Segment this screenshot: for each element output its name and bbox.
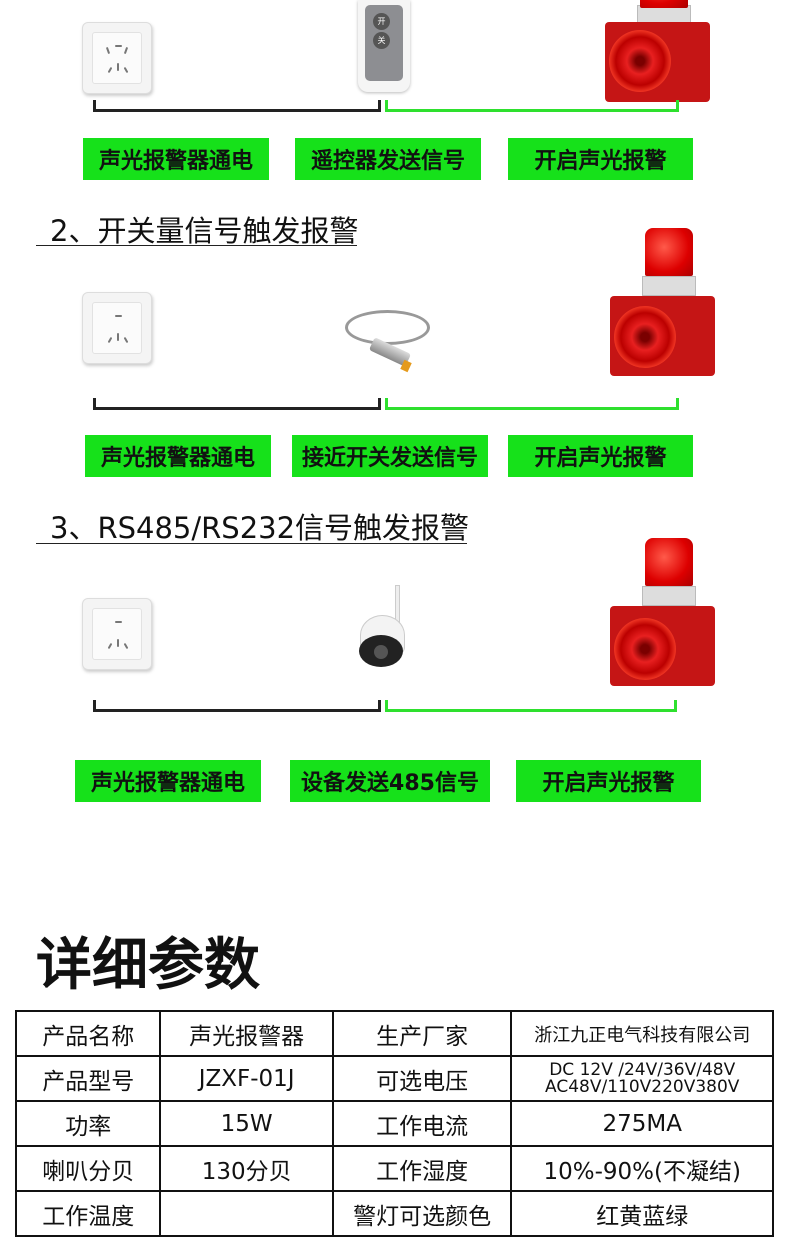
voltage-ac: AC48V/110V220V380V (545, 1076, 740, 1097)
black-connector-line (93, 100, 381, 112)
table-cell: 工作电流 (331, 1100, 513, 1147)
green-connector-line (385, 100, 679, 112)
step-power-on: 声光报警器通电 (85, 435, 271, 477)
table-cell (159, 1190, 334, 1237)
step-alarm-on: 开启声光报警 (516, 760, 701, 802)
step-power-on: 声光报警器通电 (83, 138, 269, 180)
step-power-on: 声光报警器通电 (75, 760, 261, 802)
step-send-signal: 接近开关发送信号 (292, 435, 488, 477)
heading-underline (36, 245, 357, 246)
table-cell: 生产厂家 (331, 1010, 513, 1057)
siren-image (605, 0, 710, 102)
remote-off-button: 关 (373, 32, 390, 49)
table-cell: 声光报警器 (159, 1010, 334, 1057)
step-send-signal: 遥控器发送信号 (295, 138, 481, 180)
table-cell: 工作温度 (14, 1190, 162, 1237)
table-cell: 警灯可选颜色 (331, 1190, 513, 1237)
table-cell: 浙江九正电气科技有限公司 (510, 1010, 774, 1057)
section-heading: 2、开关量信号触发报警 (50, 214, 359, 248)
table-cell: 10%-90%(不凝结) (510, 1145, 774, 1192)
section-heading: 3、RS485/RS232信号触发报警 (50, 511, 470, 545)
params-title: 详细参数 (36, 933, 260, 998)
camera-device-image (355, 585, 413, 670)
table-cell: 红黄蓝绿 (510, 1190, 774, 1237)
siren-image (610, 538, 715, 693)
voltage-dc: DC 12V /24V/36V/48V (549, 1059, 736, 1080)
table-cell: 喇叭分贝 (14, 1145, 162, 1192)
table-row: 产品名称声光报警器生产厂家浙江九正电气科技有限公司 (14, 1010, 774, 1057)
power-socket-image (82, 598, 152, 670)
table-cell: 15W (159, 1100, 334, 1147)
table-cell: 功率 (14, 1100, 162, 1147)
table-cell: 产品名称 (14, 1010, 162, 1057)
power-socket-image (82, 292, 152, 364)
black-connector-line (93, 398, 381, 410)
step-alarm-on: 开启声光报警 (508, 138, 693, 180)
remote-on-button: 开 (373, 13, 390, 30)
table-cell: 130分贝 (159, 1145, 334, 1192)
heading-underline (36, 543, 467, 544)
remote-control-image: 开 关 (358, 0, 410, 92)
table-cell: 工作湿度 (331, 1145, 513, 1192)
step-send-signal: 设备发送485信号 (290, 760, 490, 802)
table-row: 工作温度 警灯可选颜色红黄蓝绿 (14, 1190, 774, 1237)
table-cell: 可选电压 (331, 1055, 513, 1102)
table-cell: JZXF-01J (159, 1055, 334, 1102)
table-cell: 275MA (510, 1100, 774, 1147)
green-connector-line (385, 700, 677, 712)
step-alarm-on: 开启声光报警 (508, 435, 693, 477)
power-socket-image (82, 22, 152, 94)
black-connector-line (93, 700, 381, 712)
proximity-sensor-image (340, 305, 435, 375)
table-cell: 产品型号 (14, 1055, 162, 1102)
siren-image (610, 228, 715, 378)
green-connector-line (385, 398, 679, 410)
